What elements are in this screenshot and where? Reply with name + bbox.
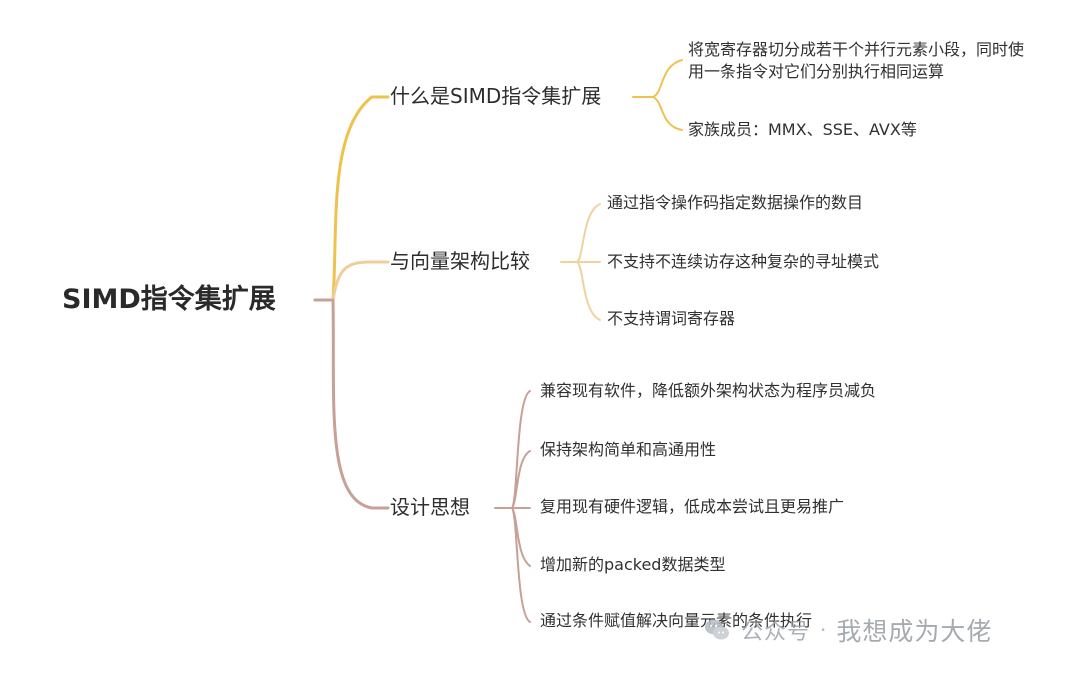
wechat-icon (703, 616, 731, 644)
connector-vector-compare (331, 260, 390, 302)
leaf-packed-data-type: 增加新的packed数据类型 (540, 555, 726, 574)
leaf-conditional-assignment: 通过条件赋值解决向量元素的条件执行 (540, 611, 813, 630)
leaf-compatibility: 兼容现有软件，降低额外架构状态为程序员减负 (540, 381, 877, 400)
leaf-simple-architecture: 保持架构简单和高通用性 (540, 440, 717, 459)
watermark-author: 我想成为大佬 (836, 617, 993, 646)
watermark-separator: · (820, 618, 827, 642)
root-node: SIMD指令集扩展 (62, 284, 276, 315)
leaf-no-strided-access: 不支持不连续访存这种复杂的寻址模式 (607, 252, 880, 271)
sub-connector-design-ideas (494, 390, 531, 623)
sub-connector-what-is-simd (632, 59, 683, 131)
branch-what-is-simd: 什么是SIMD指令集扩展 (390, 84, 602, 108)
watermark: 公众号 · 我想成为大佬 (703, 612, 992, 648)
leaf-family-members: 家族成员：MMX、SSE、AVX等 (688, 120, 917, 139)
connector-what-is-simd (331, 95, 390, 302)
leaf-opcode-specifies-count: 通过指令操作码指定数据操作的数目 (607, 193, 864, 212)
branch-design-ideas: 设计思想 (390, 495, 470, 519)
branch-vector-compare: 与向量架构比较 (390, 249, 530, 273)
leaf-simd-definition: 将宽寄存器切分成若干个并行元素小段，同时使用一条指令对它们分别执行相同运算 (688, 40, 1025, 81)
sub-connector-vector-compare (560, 203, 601, 321)
connector-design-ideas (331, 298, 390, 510)
leaf-reuse-hardware: 复用现有硬件逻辑，低成本尝试且更易推广 (540, 497, 845, 516)
watermark-platform: 公众号 (741, 620, 811, 645)
leaf-no-predicate-registers: 不支持谓词寄存器 (607, 309, 736, 328)
